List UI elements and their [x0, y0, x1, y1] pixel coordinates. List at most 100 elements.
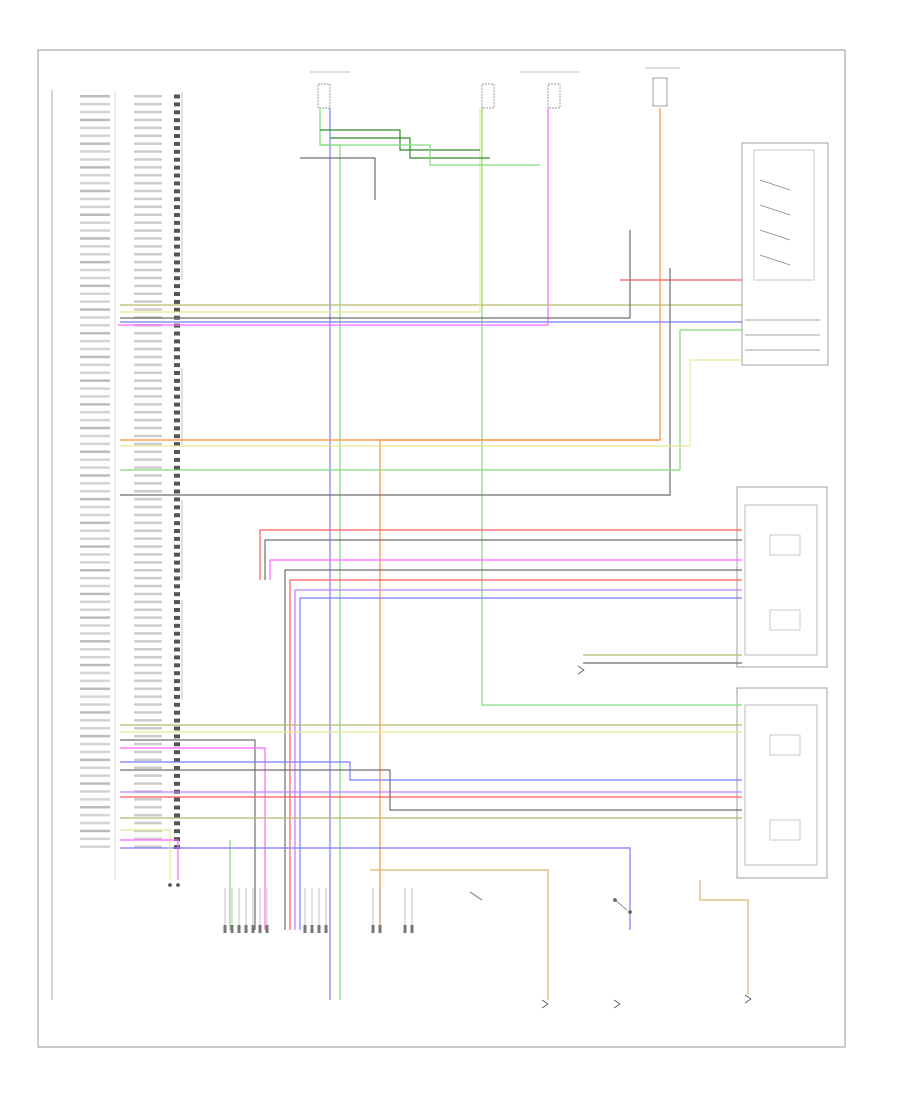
- pin-terminal: [174, 505, 180, 510]
- connector-terminal: [244, 925, 248, 933]
- pin-label-placeholder: [80, 687, 110, 690]
- pin-label-placeholder: [80, 584, 110, 588]
- pin-label-placeholder: [80, 102, 110, 106]
- pin-label-placeholder: [80, 253, 110, 256]
- connector-terminal: [310, 925, 314, 933]
- diagram-frame: [37, 49, 846, 1048]
- pin-terminal: [174, 734, 180, 739]
- pin-terminal: [174, 536, 180, 541]
- pin-terminal: [174, 126, 180, 131]
- pin-color-placeholder: [134, 608, 162, 611]
- pin-label-placeholder: [80, 158, 110, 161]
- pin-color-placeholder: [134, 466, 162, 469]
- pin-terminal: [174, 394, 180, 399]
- pin-color-placeholder: [134, 758, 162, 762]
- pin-color-placeholder: [134, 237, 162, 240]
- pin-color-placeholder: [134, 513, 162, 517]
- pin-color-placeholder: [134, 355, 162, 359]
- pin-label-placeholder: [80, 837, 110, 841]
- pin-label-placeholder: [80, 750, 110, 754]
- pin-color-placeholder: [134, 663, 162, 667]
- pin-color-placeholder: [134, 561, 162, 564]
- pin-terminal: [174, 299, 180, 304]
- pin-label-placeholder: [80, 324, 110, 327]
- pin-terminal: [174, 165, 180, 170]
- pin-color-placeholder: [134, 600, 162, 604]
- pin-color-placeholder: [134, 774, 162, 777]
- pin-terminal: [174, 339, 180, 344]
- pin-label-placeholder: [80, 268, 110, 272]
- pin-color-placeholder: [134, 450, 162, 453]
- pin-label-placeholder: [80, 316, 110, 319]
- gray-wire: [300, 157, 376, 200]
- pin-label-placeholder: [80, 608, 110, 611]
- pin-color-placeholder: [134, 703, 162, 706]
- pin-terminal: [174, 307, 180, 312]
- violet-wire: [294, 589, 742, 930]
- pin-color-placeholder: [134, 537, 162, 540]
- pin-color-placeholder: [134, 727, 162, 730]
- pin-label-placeholder: [80, 134, 110, 137]
- pin-label-placeholder: [80, 569, 110, 572]
- pin-label-placeholder: [80, 197, 110, 201]
- pin-terminal: [174, 687, 180, 691]
- pin-terminal: [174, 284, 180, 289]
- magenta-wire: [118, 108, 549, 326]
- yellow-wire: [120, 829, 171, 880]
- pin-label-placeholder: [80, 332, 110, 335]
- pin-label-placeholder: [80, 174, 110, 177]
- pin-label-placeholder: [80, 284, 110, 288]
- pin-color-placeholder: [134, 553, 162, 556]
- pin-terminal: [174, 276, 180, 281]
- pin-label-placeholder: [80, 813, 110, 817]
- pin-label-placeholder: [80, 371, 110, 374]
- pin-color-placeholder: [134, 403, 162, 406]
- pin-terminal: [174, 331, 180, 336]
- pin-terminal: [174, 134, 180, 138]
- connector-terminal: [265, 925, 269, 933]
- pin-terminal: [174, 450, 180, 454]
- pin-terminal: [174, 758, 180, 763]
- pin-label-placeholder: [80, 466, 110, 469]
- pin-terminal: [174, 647, 180, 652]
- connector-terminal: [410, 925, 414, 933]
- pin-color-placeholder: [134, 181, 162, 185]
- pin-color-placeholder: [134, 197, 162, 201]
- pin-terminal: [174, 679, 180, 684]
- pin-label-placeholder: [80, 118, 110, 122]
- pin-label-placeholder: [80, 403, 110, 406]
- pin-label-placeholder: [80, 497, 110, 501]
- pin-label-placeholder: [80, 505, 110, 509]
- gray-wire: [120, 230, 631, 319]
- pin-color-placeholder: [134, 347, 162, 351]
- red-wire: [289, 579, 742, 930]
- pin-terminal: [174, 623, 180, 628]
- connector-terminal: [317, 925, 321, 933]
- pin-color-placeholder: [134, 102, 162, 106]
- pin-label-placeholder: [80, 300, 110, 303]
- top-fuse-boxes: [310, 67, 680, 109]
- pin-label-placeholder: [80, 774, 110, 777]
- pin-label-placeholder: [80, 734, 110, 738]
- pin-label-placeholder: [80, 482, 110, 485]
- pin-terminal: [174, 473, 180, 478]
- pin-terminal: [174, 434, 180, 439]
- pin-label-placeholder: [80, 387, 110, 390]
- pin-terminal: [174, 489, 180, 494]
- pin-label-placeholder: [80, 576, 110, 580]
- pin-label-placeholder: [80, 719, 110, 722]
- pin-label-placeholder: [80, 126, 110, 130]
- pin-label-placeholder: [80, 363, 110, 367]
- right-bottom-motor-module: [736, 687, 828, 879]
- pin-label-placeholder: [80, 663, 110, 667]
- pin-color-placeholder: [134, 719, 162, 722]
- pin-color-placeholder: [134, 284, 162, 288]
- pin-label-placeholder: [80, 766, 110, 769]
- pin-terminal: [174, 655, 180, 660]
- pin-color-placeholder: [134, 845, 162, 848]
- pin-color-placeholder: [134, 292, 162, 295]
- pin-terminal: [174, 845, 180, 849]
- pin-terminal: [174, 671, 180, 676]
- gray-wire: [120, 268, 671, 496]
- pin-label-placeholder: [80, 821, 110, 825]
